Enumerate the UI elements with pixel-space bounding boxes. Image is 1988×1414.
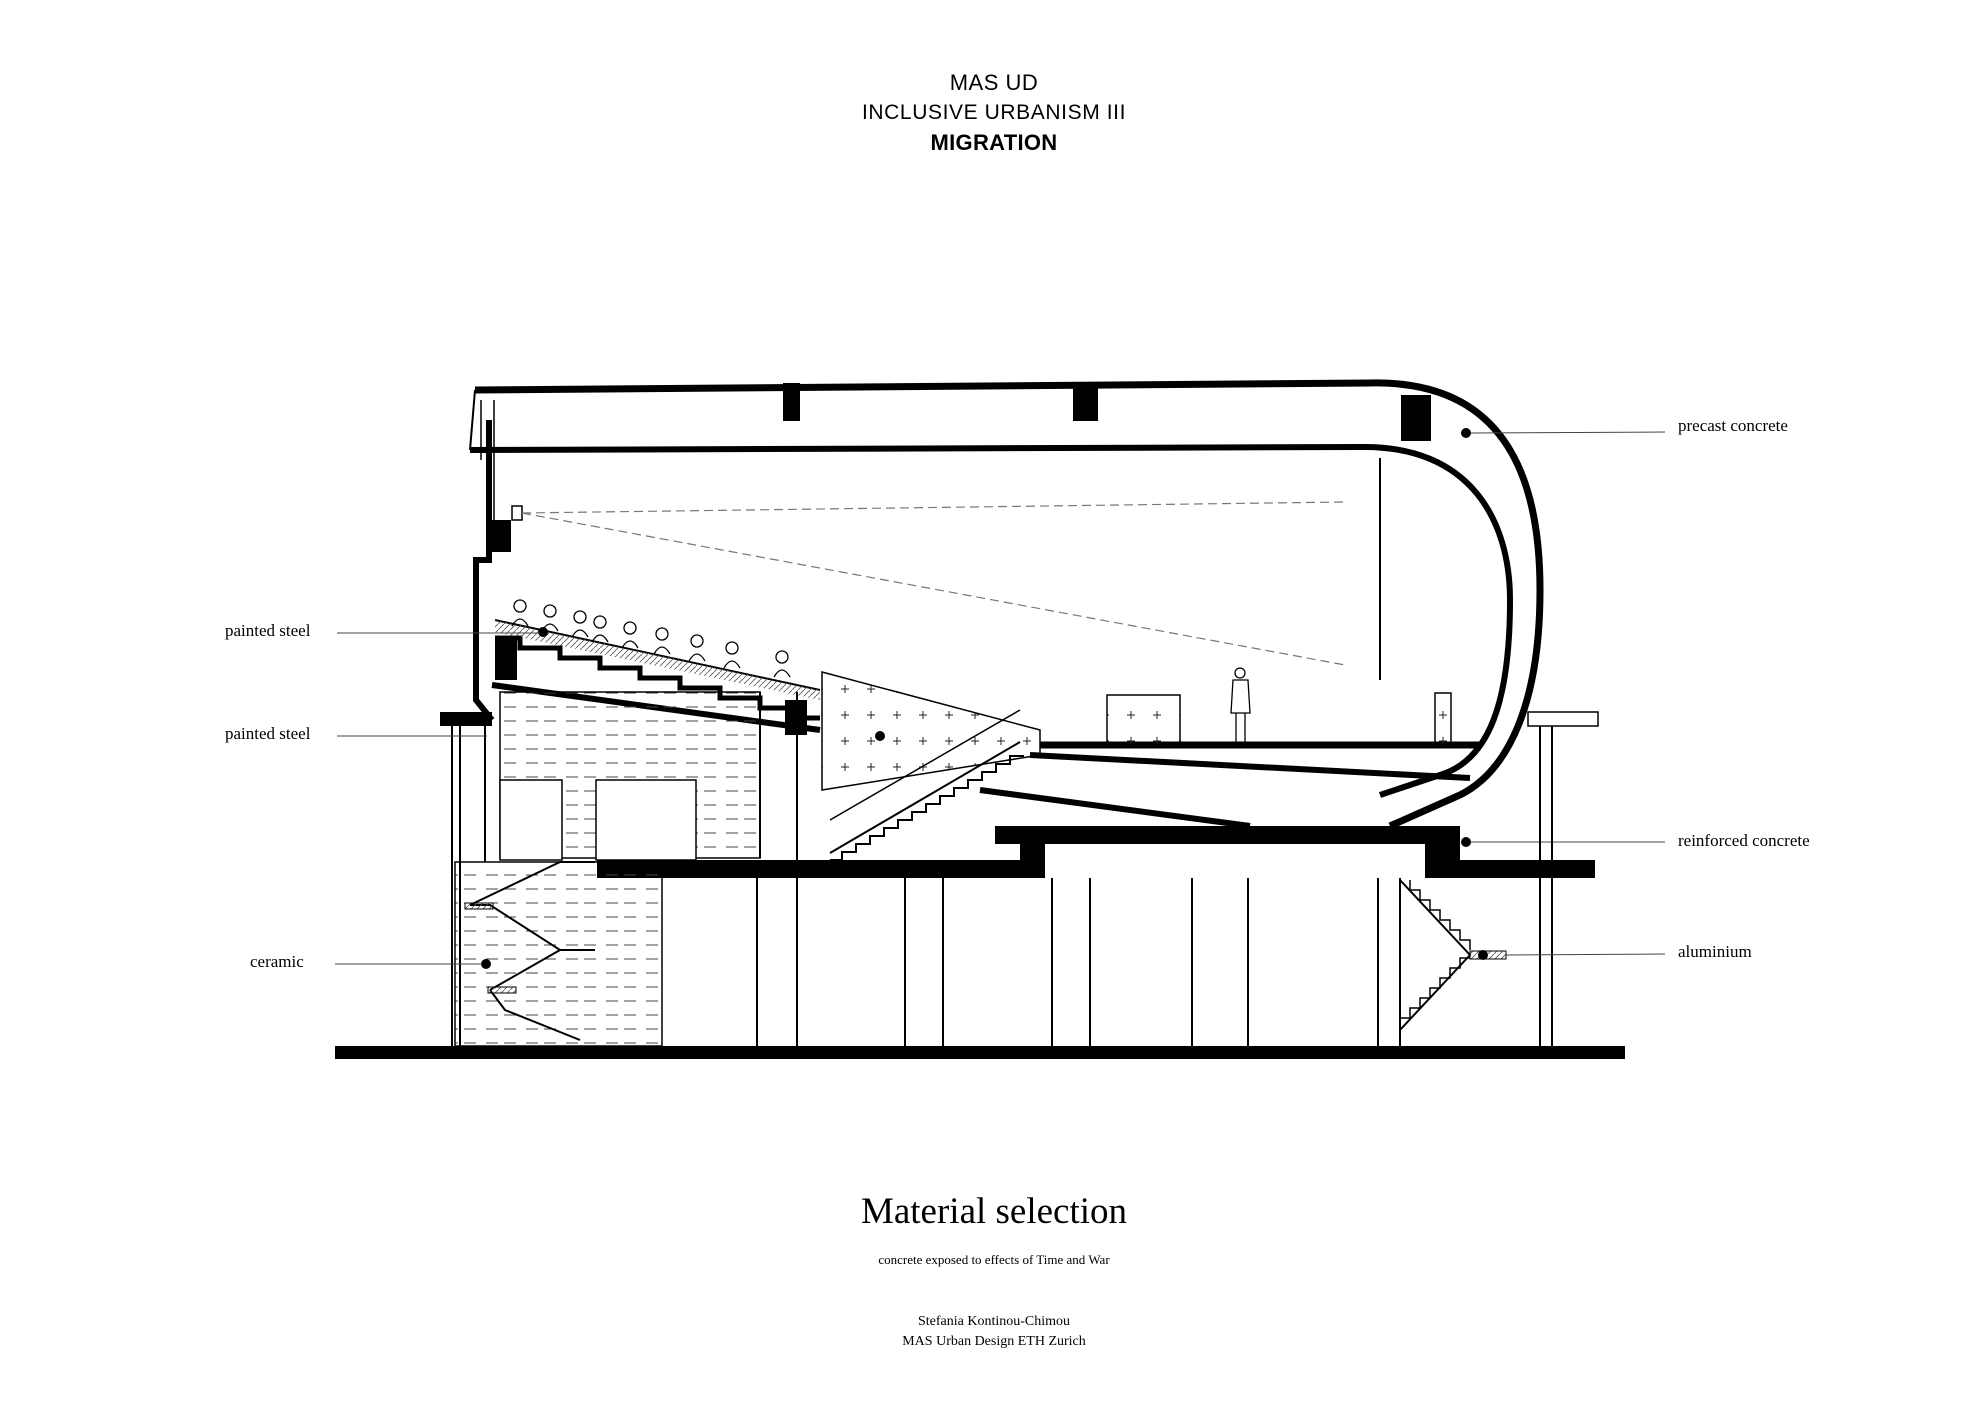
left-wall-block — [489, 520, 511, 552]
projection-ray — [521, 512, 1346, 666]
label-ceramic: ceramic — [250, 952, 304, 971]
reinforced-concrete-marker — [1461, 837, 1471, 847]
steel-wedge-marker — [875, 731, 885, 741]
header-line-3: MIGRATION — [930, 130, 1058, 155]
performer-figure — [1230, 667, 1251, 742]
first-floor-slab-right — [1425, 860, 1595, 878]
aluminium-marker — [1478, 950, 1488, 960]
stage-box — [1106, 694, 1181, 746]
footer: Material selection — [0, 1190, 1988, 1233]
sheet-subtitle: concrete exposed to effects of Time and … — [878, 1252, 1110, 1267]
roof-rib — [1073, 383, 1098, 421]
footer-subtitle-wrap: concrete exposed to effects of Time and … — [0, 1252, 1988, 1268]
header-line-2: INCLUSIVE URBANISM III — [861, 101, 1127, 124]
stage-slab-lower — [979, 787, 1251, 829]
roof-rib — [1401, 395, 1431, 441]
seating-steps — [495, 635, 820, 721]
ground-floor-columns — [756, 878, 1401, 1046]
stage-post — [1434, 692, 1452, 746]
aluminium-stair-steps — [1409, 880, 1471, 950]
ceramic-stair-block — [454, 861, 663, 1047]
stage-slab — [1029, 752, 1471, 781]
roof-rib — [783, 383, 800, 421]
audience — [511, 599, 791, 678]
ceramic-marker — [481, 959, 491, 969]
reinforced-concrete-slab — [995, 826, 1460, 844]
painted-steel-upper-marker — [538, 627, 548, 637]
footer-author-wrap: Stefania Kontinou-Chimou MAS Urban Desig… — [0, 1312, 1988, 1352]
label-painted-steel-lower: painted steel — [225, 724, 311, 743]
aluminium-stair-steps — [1400, 957, 1470, 1019]
main-stair-steps — [830, 755, 1024, 861]
header-line-1: MAS UD — [949, 70, 1039, 95]
window-opening — [499, 779, 563, 861]
steel-wedge — [821, 671, 1041, 791]
author-name: Stefania Kontinou-Chimou — [917, 1314, 1071, 1329]
left-canopy — [440, 712, 492, 726]
projector — [511, 505, 523, 521]
label-aluminium: aluminium — [1678, 942, 1752, 961]
stepped-slab-connector — [1020, 844, 1045, 878]
label-precast-concrete: precast concrete — [1678, 416, 1788, 435]
seating-block — [495, 640, 517, 680]
precast-concrete-marker — [1461, 428, 1471, 438]
projection-ray — [521, 501, 1346, 514]
shell-roof-outer — [474, 379, 1544, 830]
window-opening — [595, 779, 697, 861]
precast-concrete-leader — [1470, 431, 1666, 434]
sheet-header: MAS UD INCLUSIVE URBANISM III MIGRATION — [0, 68, 1988, 158]
label-reinforced-concrete: reinforced concrete — [1678, 831, 1810, 850]
ceramic-stair-flight — [469, 861, 595, 906]
left-wall — [473, 420, 495, 722]
ceramic-stair-flight — [489, 989, 581, 1041]
right-canopy — [1527, 711, 1599, 727]
main-stair — [829, 741, 1021, 854]
sheet-title: Material selection — [860, 1191, 1128, 1232]
author-affiliation: MAS Urban Design ETH Zurich — [902, 1334, 1086, 1349]
first-floor-slab-left — [597, 860, 1037, 878]
ground-slab — [335, 1046, 1625, 1059]
aluminium-leader — [1505, 953, 1666, 956]
label-painted-steel-upper: painted steel — [225, 621, 311, 640]
shell-roof-inner — [469, 443, 1514, 798]
ceramic-stair-flight — [489, 949, 561, 991]
